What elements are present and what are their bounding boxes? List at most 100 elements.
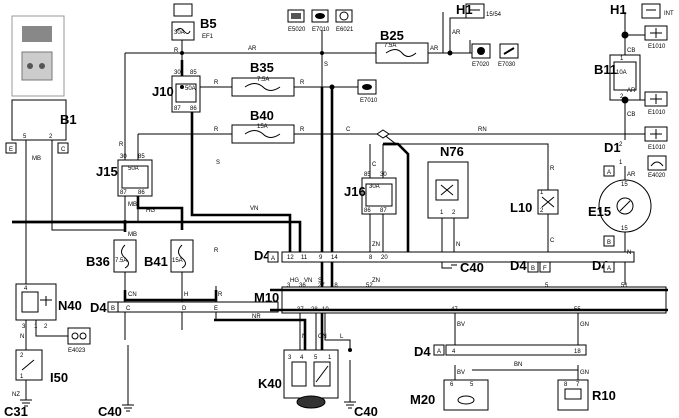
label-b40: B40 xyxy=(250,108,274,123)
svg-text:8: 8 xyxy=(369,255,373,261)
svg-text:MB: MB xyxy=(128,202,137,208)
svg-text:87: 87 xyxy=(120,190,127,196)
svg-text:AR: AR xyxy=(627,172,636,178)
svg-text:INT: INT xyxy=(664,11,674,17)
svg-text:86: 86 xyxy=(364,208,371,214)
svg-text:14: 14 xyxy=(331,255,338,261)
svg-text:A: A xyxy=(437,349,441,355)
svg-text:15: 15 xyxy=(621,226,628,232)
svg-text:R: R xyxy=(300,80,305,86)
svg-text:R: R xyxy=(550,166,555,172)
svg-text:4: 4 xyxy=(452,349,456,355)
label-j16: J16 xyxy=(344,184,366,199)
h1-icon-b xyxy=(641,3,661,19)
label-n40: N40 xyxy=(58,298,82,313)
svg-text:E: E xyxy=(9,147,13,153)
svg-text:B: B xyxy=(111,306,115,312)
svg-text:B: B xyxy=(607,240,611,246)
svg-text:ZN: ZN xyxy=(372,242,380,248)
svg-text:55: 55 xyxy=(574,307,581,313)
svg-text:20: 20 xyxy=(381,255,388,261)
svg-text:R: R xyxy=(300,127,305,133)
fuse-box-panel-icon xyxy=(11,15,65,97)
svg-text:HG: HG xyxy=(290,278,299,284)
svg-text:E1010: E1010 xyxy=(648,145,666,151)
svg-text:18: 18 xyxy=(331,283,338,289)
label-d1: D1 xyxy=(604,140,621,155)
svg-text:AR: AR xyxy=(248,46,257,52)
svg-text:52: 52 xyxy=(366,283,373,289)
svg-text:5: 5 xyxy=(545,283,549,289)
label-e15: E15 xyxy=(588,204,611,219)
svg-text:CN: CN xyxy=(128,292,137,298)
e7020-icon xyxy=(471,43,491,59)
svg-text:R: R xyxy=(214,80,219,86)
svg-text:4: 4 xyxy=(24,286,28,292)
svg-text:9: 9 xyxy=(319,255,323,261)
label-c40-b: C40 xyxy=(354,404,378,418)
b1-box xyxy=(11,99,67,141)
svg-text:15A: 15A xyxy=(172,258,183,264)
b41-fuse xyxy=(170,239,194,273)
svg-text:R: R xyxy=(214,127,219,133)
label-b1: B1 xyxy=(60,112,77,127)
label-c31: C31 xyxy=(4,404,28,418)
svg-text:NR: NR xyxy=(252,314,261,320)
wire-codes: AR AR AR R R R R R R S C RN MB MB MB HG … xyxy=(12,30,636,398)
svg-text:E7030: E7030 xyxy=(498,62,516,68)
svg-text:27: 27 xyxy=(318,283,325,289)
svg-text:1: 1 xyxy=(328,355,332,361)
svg-text:B: B xyxy=(531,266,535,272)
svg-text:2: 2 xyxy=(44,324,48,330)
svg-text:86: 86 xyxy=(138,190,145,196)
svg-text:3: 3 xyxy=(288,355,292,361)
svg-text:A: A xyxy=(607,170,611,176)
ground-symbol-c31 xyxy=(20,399,32,407)
b5-fuse xyxy=(171,21,195,41)
label-c40-a: C40 xyxy=(98,404,122,418)
svg-text:5: 5 xyxy=(23,134,27,140)
svg-text:28: 28 xyxy=(311,307,318,313)
label-n76: N76 xyxy=(440,144,464,159)
e1010-icon-b xyxy=(644,91,668,107)
label-b41: B41 xyxy=(144,254,168,269)
svg-text:BN: BN xyxy=(514,362,522,368)
b5-icon xyxy=(173,3,193,17)
e5020-icon xyxy=(287,9,305,23)
e4020-icon xyxy=(647,155,667,171)
svg-text:2: 2 xyxy=(620,94,624,100)
svg-text:85: 85 xyxy=(364,172,371,178)
label-b5: B5 xyxy=(200,16,217,31)
svg-text:6: 6 xyxy=(450,382,454,388)
e6021-icon xyxy=(335,9,353,23)
svg-text:CB: CB xyxy=(627,48,635,54)
e1010-icon-c xyxy=(644,126,668,142)
ground-symbol-c40-mid xyxy=(344,401,356,409)
svg-text:10A: 10A xyxy=(616,70,627,76)
svg-text:BV: BV xyxy=(457,322,465,328)
svg-text:12: 12 xyxy=(287,255,294,261)
svg-text:CB: CB xyxy=(627,112,635,118)
svg-text:7: 7 xyxy=(576,382,580,388)
svg-text:AR: AR xyxy=(452,30,461,36)
svg-text:E1010: E1010 xyxy=(648,110,666,116)
m10-bus xyxy=(281,286,667,314)
connector-letters: E C A B F A A B B A C D E xyxy=(5,142,615,356)
svg-text:30A: 30A xyxy=(174,30,185,36)
svg-text:10: 10 xyxy=(322,307,329,313)
svg-text:C: C xyxy=(550,238,555,244)
label-h1-top: H1 xyxy=(456,2,473,17)
svg-text:C: C xyxy=(346,127,351,133)
svg-text:47: 47 xyxy=(451,307,458,313)
svg-text:R: R xyxy=(174,48,179,54)
svg-text:5: 5 xyxy=(314,355,318,361)
label-i50: I50 xyxy=(50,370,68,385)
svg-text:MB: MB xyxy=(128,232,137,238)
svg-text:2: 2 xyxy=(540,208,544,214)
svg-text:E4023: E4023 xyxy=(68,348,86,354)
label-d4-d: D4 xyxy=(90,300,107,315)
label-j10: J10 xyxy=(152,84,174,99)
svg-text:R: R xyxy=(119,142,124,148)
svg-text:C: C xyxy=(126,306,131,312)
